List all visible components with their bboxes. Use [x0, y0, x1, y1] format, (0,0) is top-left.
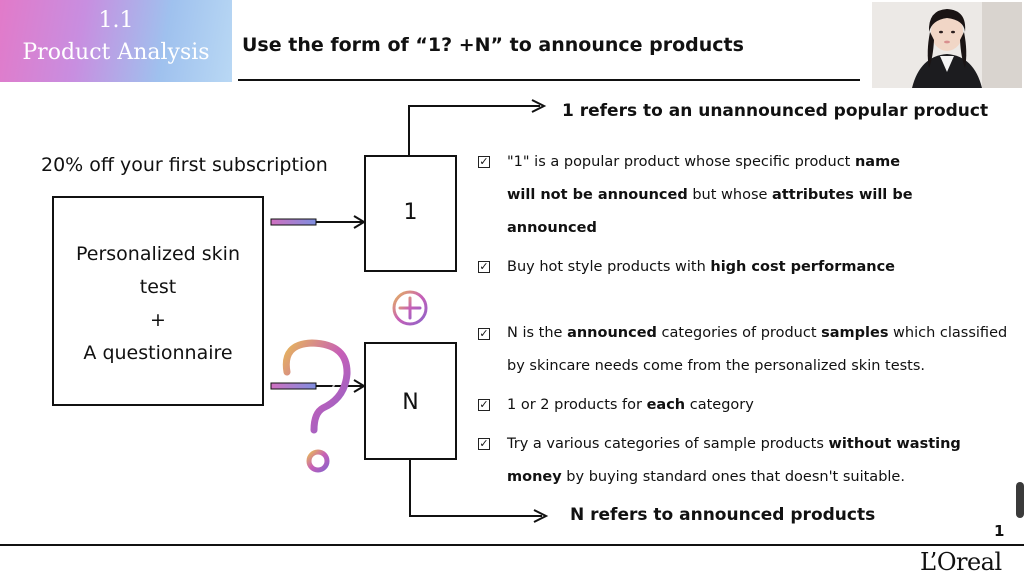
brand-logo: L’Oreal	[920, 548, 1002, 576]
bullet-text-segment: by buying standard ones that doesn't sui…	[561, 469, 905, 485]
question-mark-icon	[282, 339, 351, 473]
checkbox-checked-icon: ✓	[478, 327, 490, 340]
checkbox-checked-icon: ✓	[478, 398, 490, 411]
one-annotation: 1 refers to an unannounced popular produ…	[562, 101, 989, 121]
bullet-n-line: N is the announced categories of product…	[507, 325, 1007, 341]
bullet-text-segment: Try a various categories of sample produ…	[507, 436, 829, 452]
bullet-text-segment: 1 or 2 products for	[507, 397, 647, 413]
checkbox-checked-icon: ✓	[478, 260, 490, 273]
bullet-n-line: money by buying standard ones that doesn…	[507, 469, 905, 485]
checkbox-checked-icon: ✓	[478, 155, 490, 168]
gradient-bar-top	[270, 218, 317, 226]
bullet-one-line: will not be announced but whose attribut…	[507, 187, 913, 203]
bullet-text-segment: "1" is a popular product whose specific …	[507, 154, 855, 170]
bullet-bold-text: each	[646, 397, 686, 413]
bullet-bold-text: name	[854, 154, 901, 170]
checkbox-checked-icon: ✓	[478, 437, 490, 450]
bullet-bold-text: without wasting	[828, 436, 961, 452]
input-line: test	[139, 276, 177, 298]
bullet-one-line: "1" is a popular product whose specific …	[507, 154, 900, 170]
bullet-bold-text: money	[507, 469, 562, 485]
section-name: Product Analysis	[22, 40, 210, 65]
bullet-bold-text: announced	[567, 325, 657, 341]
presenter-video[interactable]	[872, 2, 1022, 88]
title-divider	[238, 79, 860, 81]
section-badge: 1.1 Product Analysis	[0, 0, 232, 82]
bullet-text-segment: which classified	[888, 325, 1008, 341]
n-box-label: N	[402, 390, 419, 415]
scrollbar-handle[interactable]	[1016, 482, 1024, 518]
bullet-bold-text: samples	[821, 325, 889, 341]
bullet-text-segment: by skincare needs come from the personal…	[507, 358, 926, 374]
slide-title: Use the form of “1? +N” to announce prod…	[242, 34, 744, 56]
bullet-bold-text: high cost performance	[710, 259, 896, 275]
input-box	[52, 196, 264, 406]
page-number: 1	[994, 522, 1005, 540]
n-box	[364, 342, 457, 460]
bullet-text-segment: N is the	[507, 325, 568, 341]
bullet-one-line: Buy hot style products with high cost pe…	[507, 259, 895, 275]
plus-circle-icon	[392, 290, 428, 326]
section-number: 1.1	[98, 8, 134, 33]
arrow-to-one-annotation	[408, 105, 540, 155]
bullet-n-line: by skincare needs come from the personal…	[507, 358, 925, 374]
one-box	[364, 155, 457, 272]
bullet-n-line: Try a various categories of sample produ…	[507, 436, 961, 452]
bullet-text-segment: but whose	[687, 187, 773, 203]
one-box-label: 1	[403, 200, 418, 225]
footer-divider	[0, 544, 1024, 546]
bullet-n-line: 1 or 2 products for each category	[507, 397, 754, 413]
input-line: +	[150, 309, 166, 331]
bullet-text-segment: categories of product	[656, 325, 822, 341]
bullet-text-segment: Buy hot style products with	[507, 259, 711, 275]
bullet-text-segment: category	[685, 397, 754, 413]
arrow-to-n-annotation	[409, 460, 542, 517]
bullet-one-line: announced	[507, 220, 597, 236]
input-line: Personalized skin	[75, 243, 241, 265]
subscription-offer-text: 20% off your first subscription	[41, 154, 328, 176]
bullet-bold-text: will not be announced	[507, 187, 688, 203]
presenter-avatar-icon	[872, 2, 1022, 88]
gradient-bar-bottom	[270, 382, 317, 390]
n-annotation: N refers to announced products	[570, 505, 876, 525]
bullet-bold-text: announced	[507, 220, 597, 236]
input-box-text: Personalized skin test + A questionnaire	[52, 238, 264, 370]
input-line: A questionnaire	[83, 342, 233, 364]
bullet-bold-text: attributes will be	[772, 187, 913, 203]
